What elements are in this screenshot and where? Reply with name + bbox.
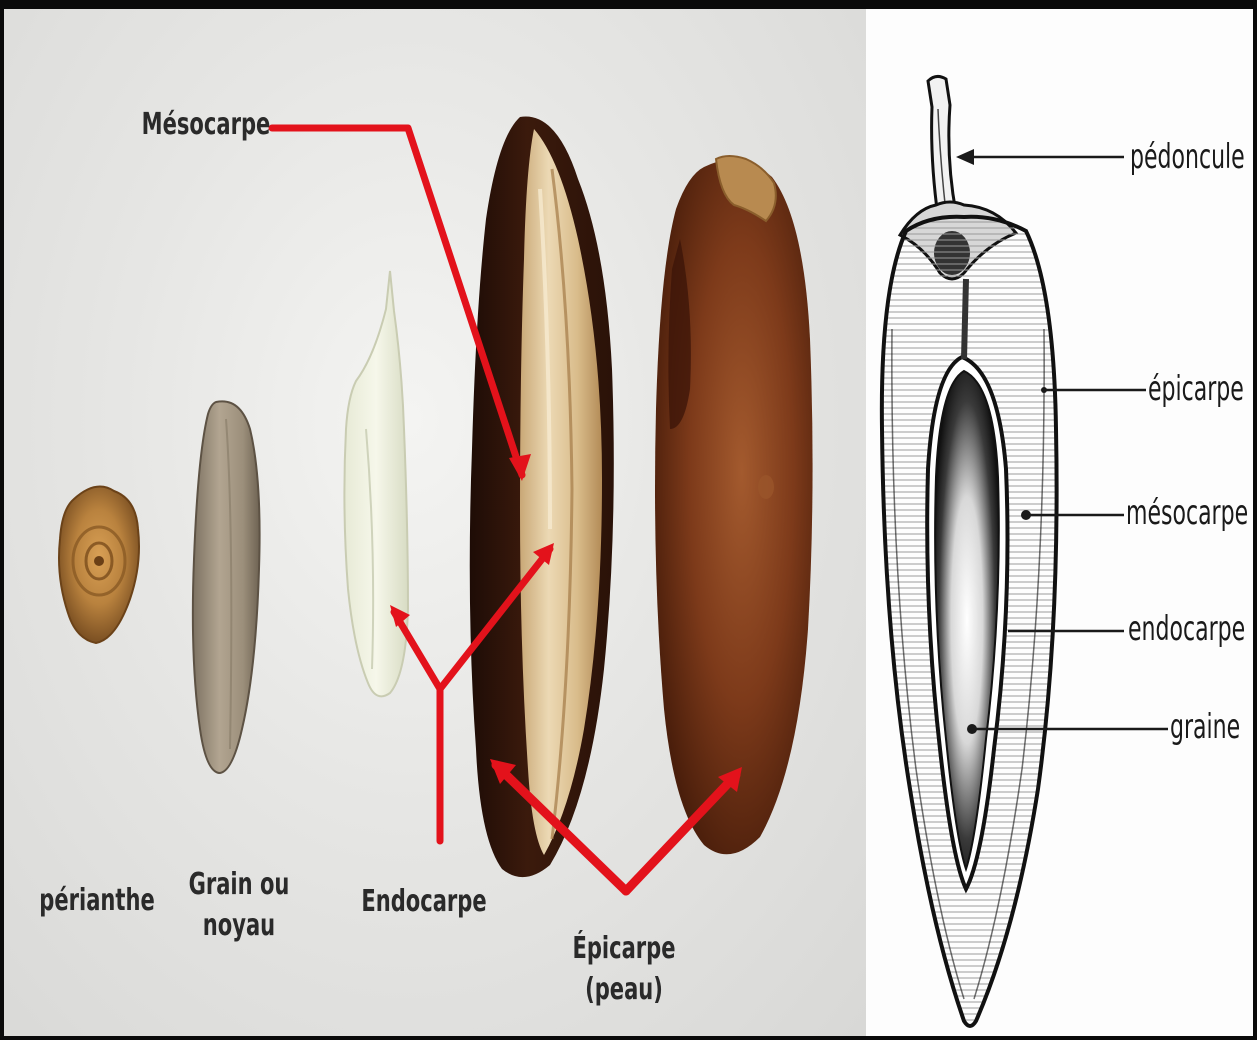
label-grain-ou-noyau: Grain ou noyau (154, 865, 324, 946)
drawing-label-pedoncule: pédoncule (1130, 137, 1245, 177)
label-grain-line2: noyau (173, 906, 306, 947)
photo-panel: Mésocarpe périanthe Grain ou noyau Endoc… (4, 9, 866, 1036)
endocarp-sample (344, 271, 408, 696)
drawing-label-endocarpe: endocarpe (1128, 609, 1245, 649)
label-endocarpe: Endocarpe (350, 882, 498, 923)
seed-sample (193, 401, 260, 773)
label-epicarpe-peau: Épicarpe (peau) (534, 929, 714, 1010)
pedoncule-leader (956, 149, 1124, 165)
label-perianthe: périanthe (31, 881, 164, 922)
label-mesocarpe: Mésocarpe (136, 105, 276, 146)
drawing-panel: pédoncule épicarpe mésocarpe endocarpe g… (866, 9, 1253, 1036)
drawing-label-graine: graine (1170, 707, 1240, 747)
whole-date-sample (655, 156, 813, 854)
opened-date-sample (470, 117, 614, 878)
drawing-label-mesocarpe: mésocarpe (1126, 493, 1248, 533)
perianth-sample (59, 487, 139, 644)
drawing-label-epicarpe: épicarpe (1148, 369, 1244, 409)
label-grain-line1: Grain ou (173, 865, 306, 906)
label-epicarpe-line2: (peau) (554, 970, 694, 1011)
drawing-stalk (928, 76, 956, 217)
label-epicarpe-line1: Épicarpe (554, 929, 694, 970)
